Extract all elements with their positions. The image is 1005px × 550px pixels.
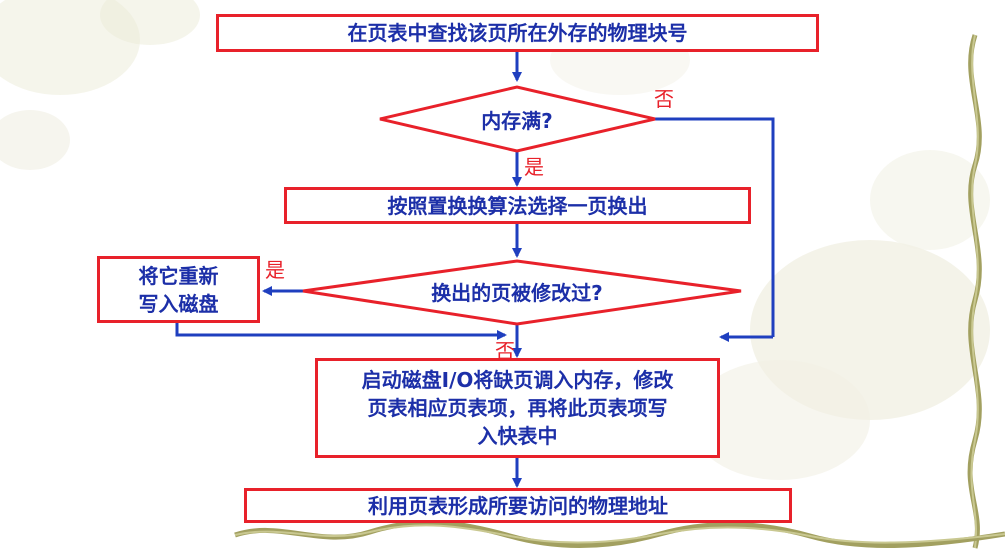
memory-full-no-label: 否 [654, 87, 674, 111]
start-io-box: 启动磁盘I/O将缺页调入内存，修改 页表相应页表项，再将此页表项写 入快表中 [315, 358, 720, 458]
start-io-line-3: 入快表中 [477, 424, 558, 448]
form-address-box: 利用页表形成所要访问的物理地址 [244, 488, 792, 523]
lookup-block-box: 在页表中查找该页所在外存的物理块号 [216, 14, 819, 52]
page-modified-yes-label: 是 [265, 258, 285, 282]
memory-full-label: 内存满? [481, 109, 553, 133]
write-disk-line-2: 写入磁盘 [138, 291, 219, 316]
write-disk-box: 将它重新 写入磁盘 [97, 256, 260, 323]
memory-full-yes-label: 是 [524, 155, 544, 179]
select-page-out-box: 按照置换换算法选择一页换出 [284, 187, 751, 224]
memory-full-diamond [379, 85, 656, 153]
page-modified-no-label: 否 [495, 339, 515, 363]
arrow-write-disk-to-io [175, 322, 507, 340]
arrow-memory-full-no-line [655, 117, 775, 337]
start-io-line-1: 启动磁盘I/O将缺页调入内存，修改 [361, 368, 674, 392]
write-disk-line-1: 将它重新 [138, 263, 219, 288]
page-modified-diamond [302, 259, 742, 326]
page-modified-label: 换出的页被修改过? [431, 281, 603, 305]
start-io-line-2: 页表相应页表项，再将此页表项写 [367, 396, 668, 420]
